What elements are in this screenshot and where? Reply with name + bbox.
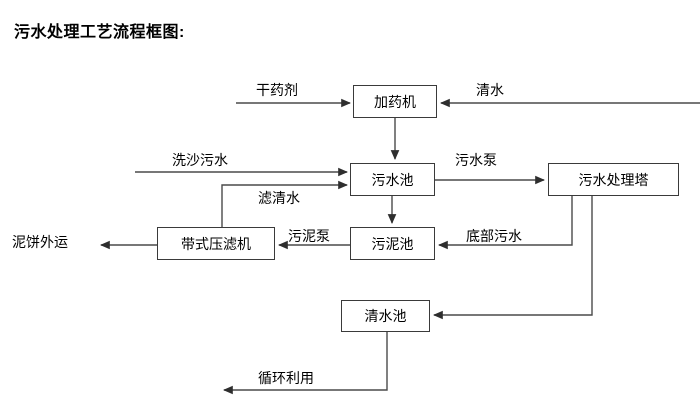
node-clean-water-pool[interactable]: 清水池	[341, 300, 430, 332]
node-treatment-tower[interactable]: 污水处理塔	[548, 163, 679, 196]
node-dosing-machine[interactable]: 加药机	[353, 85, 437, 118]
edge-tower-bottom-to-sludge-pool	[438, 196, 573, 250]
node-sewage-pool[interactable]: 污水池	[350, 163, 435, 196]
page-title: 污水处理工艺流程框图:	[14, 24, 185, 41]
edge-label-clean-water: 清水	[476, 82, 504, 98]
edge-label-bottom-sewage: 底部污水	[466, 228, 522, 244]
node-label: 污泥池	[371, 235, 414, 252]
edge-tower-to-clean-water-pool	[433, 196, 593, 320]
node-label: 清水池	[364, 308, 407, 324]
node-label: 带式压滤机	[181, 235, 251, 252]
edge-label-sewage-pump: 污水泵	[455, 152, 497, 168]
edge-label-recycle-reuse: 循环利用	[258, 370, 314, 386]
node-sludge-pool[interactable]: 污泥池	[350, 227, 435, 260]
node-label: 污水池	[371, 171, 414, 188]
node-label: 污水处理塔	[578, 171, 649, 188]
edge-label-filtered-clear-water: 滤清水	[258, 190, 300, 206]
node-belt-filter-press[interactable]: 带式压滤机	[157, 227, 275, 260]
edge-label-dry-chemical: 干药剂	[256, 82, 298, 98]
edge-clean-water-pool-to-recycle	[223, 332, 388, 395]
terminal-label-mud-cake-out: 泥饼外运	[12, 234, 68, 250]
edge-filtered-water-to-sewage-pool	[221, 180, 348, 227]
node-label: 加药机	[374, 93, 416, 110]
edge-label-sand-wash-sewage: 洗沙污水	[172, 152, 228, 168]
edge-label-sludge-pump: 污泥泵	[288, 228, 330, 244]
